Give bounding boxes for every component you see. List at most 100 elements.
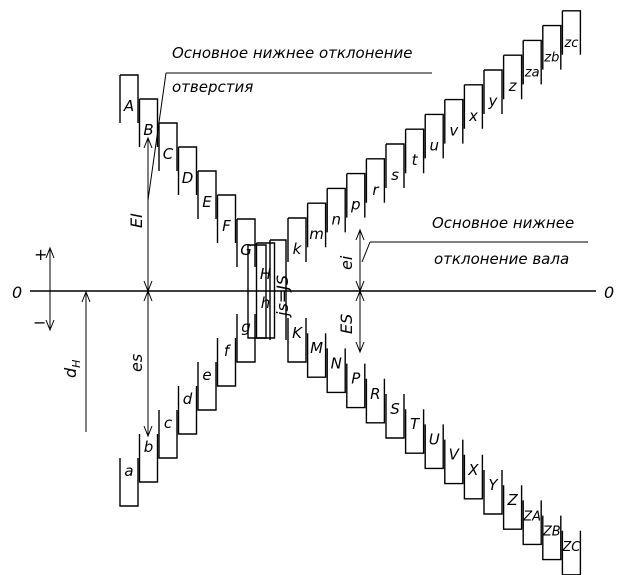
EI-label: EI (127, 213, 146, 228)
shaft-caption-line2: отклонение вала (434, 250, 569, 268)
shaft-field-t (404, 128, 425, 174)
ES-bottom-arrow-icon (355, 341, 365, 354)
hole-label-K: K (292, 324, 303, 342)
shaft-label-r: r (372, 181, 379, 199)
shaft-label-zb: zb (543, 51, 559, 66)
hole-label-Y: Y (488, 476, 499, 494)
plus-arrow-icon (45, 246, 55, 259)
hole-label-G: G (240, 241, 252, 259)
hole-label-U: U (429, 430, 440, 448)
ei-top-arrow-icon (143, 136, 153, 149)
hole-label-R: R (370, 385, 380, 403)
hole-label-N: N (331, 354, 342, 372)
hole-field-Z (502, 485, 523, 530)
hole-field-V (444, 439, 464, 485)
hole-label-ZC: ZC (561, 540, 581, 555)
hole-label-S: S (390, 400, 400, 418)
shaft-label-n: n (331, 210, 341, 228)
hole-field-F (216, 194, 237, 243)
hole-field-C (158, 122, 178, 171)
shaft-label-k: k (293, 240, 303, 258)
minus-sign: − (33, 313, 46, 332)
hole-field-ZB (542, 515, 562, 561)
minus-arrow-icon (45, 319, 55, 332)
hole-label-A: A (123, 97, 134, 115)
shaft-label-p: p (350, 196, 361, 214)
hole-label-E: E (202, 193, 212, 211)
hole-caption-line1: Основное нижнее отклонение (172, 44, 413, 62)
ei-shaft-top-arrow-icon (355, 228, 365, 241)
shaft-field-za (522, 39, 542, 85)
es-label: es (127, 354, 146, 372)
shaft-leader-line (361, 241, 371, 263)
hole-field-A (119, 74, 139, 123)
shaft-label-f: f (224, 342, 232, 360)
shaft-field-z (502, 54, 523, 100)
hole-field-Y (483, 470, 503, 515)
nominal-size-label: dH (61, 360, 83, 378)
hole-field-H-zero (247, 244, 267, 291)
zero-label-right: 0 (604, 283, 614, 302)
hole-label-V: V (449, 446, 461, 464)
ES-label: ES (337, 314, 356, 334)
tolerance-step-groups: ABCDEFGHkmnprstuvxyzzazbzcabcdefghKMNPRS… (119, 10, 582, 575)
hole-field-H (255, 242, 276, 291)
shaft-label-g: g (241, 318, 251, 336)
shaft-label-za: za (524, 65, 540, 80)
hole-label-T: T (410, 415, 421, 433)
shaft-label-a: a (124, 462, 133, 480)
hole-field-E (197, 170, 217, 219)
ei-shaft-label: ei (337, 255, 356, 270)
shaft-field-h-zero (247, 291, 267, 339)
hole-field-S (385, 394, 405, 439)
hole-field-N (326, 348, 346, 394)
hole-label-P: P (351, 370, 361, 388)
shaft-field-s (385, 143, 405, 188)
shaft-caption-line1: Основное нижнее (432, 214, 574, 232)
shaft-label-zc: zc (563, 36, 578, 51)
js-label: js=JS (273, 275, 292, 318)
hole-field-X (463, 454, 484, 500)
shaft-field-n (326, 187, 346, 233)
hole-field-T (404, 409, 425, 454)
shaft-label-u: u (429, 136, 439, 154)
plus-sign: + (34, 245, 47, 264)
shaft-label-s: s (391, 166, 399, 184)
shaft-field-d (177, 386, 198, 435)
hole-caption-line2: отверстия (172, 78, 253, 96)
hole-label-ZA: ZA (522, 509, 541, 524)
hole-label-ZB: ZB (542, 525, 561, 540)
shaft-field-k (287, 217, 307, 262)
shaft-field-r (365, 158, 386, 203)
nominal-arrow-icon (81, 290, 91, 303)
hole-label-B: B (143, 121, 153, 139)
hole-field-G (236, 218, 256, 267)
ES-top-arrow-icon (355, 289, 365, 302)
hole-field-R (365, 378, 386, 424)
shaft-field-e (197, 362, 217, 411)
shaft-label-d: d (183, 390, 193, 408)
hole-label-Z: Z (506, 491, 518, 509)
js-field (269, 239, 287, 340)
shaft-field-zc (561, 10, 582, 55)
hole-field-ZA (522, 500, 542, 546)
shaft-label-t: t (412, 151, 419, 169)
shaft-field-m (306, 202, 327, 248)
hole-field-K (287, 318, 307, 363)
zero-label-left: 0 (12, 283, 22, 302)
shaft-field-f (216, 338, 237, 387)
hole-field-U (424, 424, 444, 470)
shaft-label-m: m (309, 225, 324, 243)
shaft-label-v: v (449, 122, 459, 140)
hole-field-P (346, 363, 366, 409)
hole-label-D: D (182, 169, 194, 187)
es-bottom-arrow-icon (143, 425, 153, 438)
shaft-field-x (463, 84, 484, 129)
shaft-label-y: y (488, 92, 499, 110)
shaft-field-zb (542, 24, 562, 70)
shaft-label-b: b (144, 438, 154, 456)
shaft-label-z: z (508, 77, 518, 95)
hole-label-X: X (467, 461, 479, 479)
